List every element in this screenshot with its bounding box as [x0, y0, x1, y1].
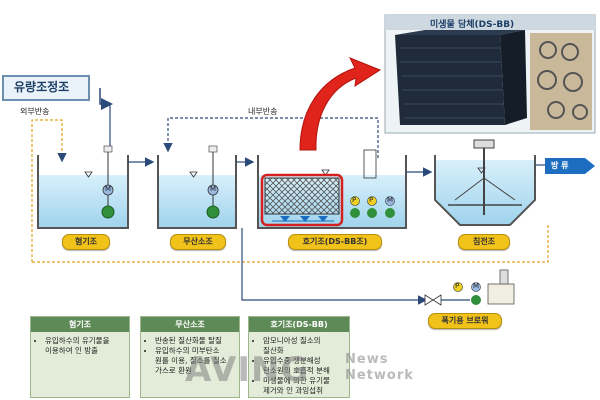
pumps-tank3: [350, 149, 395, 218]
flow-equalization-box: [2, 75, 90, 101]
blower-letter-p: P: [455, 282, 460, 290]
tank-aerobic: [257, 155, 407, 229]
desc-item: 유입하수의 미부탄소: [155, 346, 239, 356]
effluent-arrow: [545, 158, 595, 174]
desc-item: 탄소원의 호흡적 분해: [263, 366, 330, 375]
internal-return-label: 내부반송: [248, 107, 278, 116]
mixer-letter-2: M: [210, 185, 217, 193]
desc-item: 미생물에 의한 유기물: [263, 376, 349, 386]
tank-label-clarifier: 침전조: [458, 234, 510, 250]
desc-item: 가스로 환원: [155, 366, 192, 375]
desc-item: 유입수중 생분해성: [263, 356, 349, 366]
desc-box-title: 호기조(DS-BB): [249, 317, 349, 332]
tank-anaerobic: [37, 155, 129, 229]
external-return-line: [31, 119, 67, 262]
highlight-arrow: [299, 57, 382, 151]
desc-box-title: 무산소조: [141, 317, 239, 332]
watermark-main: AVING: [185, 350, 310, 390]
microscope-image: [530, 33, 592, 130]
sludge-return-line: [32, 225, 549, 263]
desc-box-anoxic: 무산소조 반송된 질산화물 탈질 유입하수의 미부탄소 원를 이용, 질소를 질…: [140, 316, 240, 398]
inflow-pipe: [99, 88, 113, 110]
desc-item: 질산화: [263, 346, 284, 355]
external-return-label: 외부반송: [20, 107, 50, 116]
tank-clarifier: [434, 139, 536, 226]
blower-label: 폭기용 브로워: [428, 313, 502, 329]
desc-box-anaerobic: 혐기조 유입하수의 유기물을 이용하여 인 방출: [30, 316, 130, 398]
desc-item: 원를 이용, 질소를 질소: [155, 356, 227, 365]
desc-item: 제거와 인 과잉섭취: [263, 386, 323, 395]
air-pipe: [241, 228, 428, 305]
watermark-network: Network: [345, 368, 414, 383]
flow-equalization-title: 유량조정조: [14, 80, 70, 94]
mixer-tank2: [206, 145, 220, 219]
mixer-tank1: [101, 145, 115, 219]
watermark-news: News: [345, 352, 389, 367]
mixer-letter-1: M: [105, 185, 112, 193]
tank-label-aerobic: 호기조(DS-BB조): [288, 234, 382, 250]
internal-return-line: [163, 117, 379, 158]
tank-label-anoxic: 무산소조: [170, 234, 226, 250]
desc-item: 암모니아성 질소의: [263, 336, 349, 346]
desc-box-title: 혐기조: [31, 317, 129, 332]
pump-letter-2: P: [369, 196, 374, 204]
desc-item: 반송된 질산화물 탈질: [155, 336, 239, 346]
media-caption: 미생물 담체(DS-BB): [430, 20, 515, 30]
blower-unit: [453, 269, 515, 305]
tank-label-anaerobic: 혐기조: [62, 234, 110, 250]
blower-letter-m: M: [473, 282, 480, 290]
effluent-label: 방 류: [551, 161, 569, 170]
desc-item: 유입하수의 유기물을: [45, 336, 129, 346]
tank-anoxic: [157, 155, 237, 229]
pump-letter-1: P: [352, 196, 357, 204]
pump-letter-3: M: [387, 196, 394, 204]
media-block-image: [395, 30, 527, 125]
desc-box-aerobic: 호기조(DS-BB) 암모니아성 질소의 질산화 유입수중 생분해성 탄소원의 …: [248, 316, 350, 398]
desc-item: 이용하여 인 방출: [45, 346, 99, 355]
